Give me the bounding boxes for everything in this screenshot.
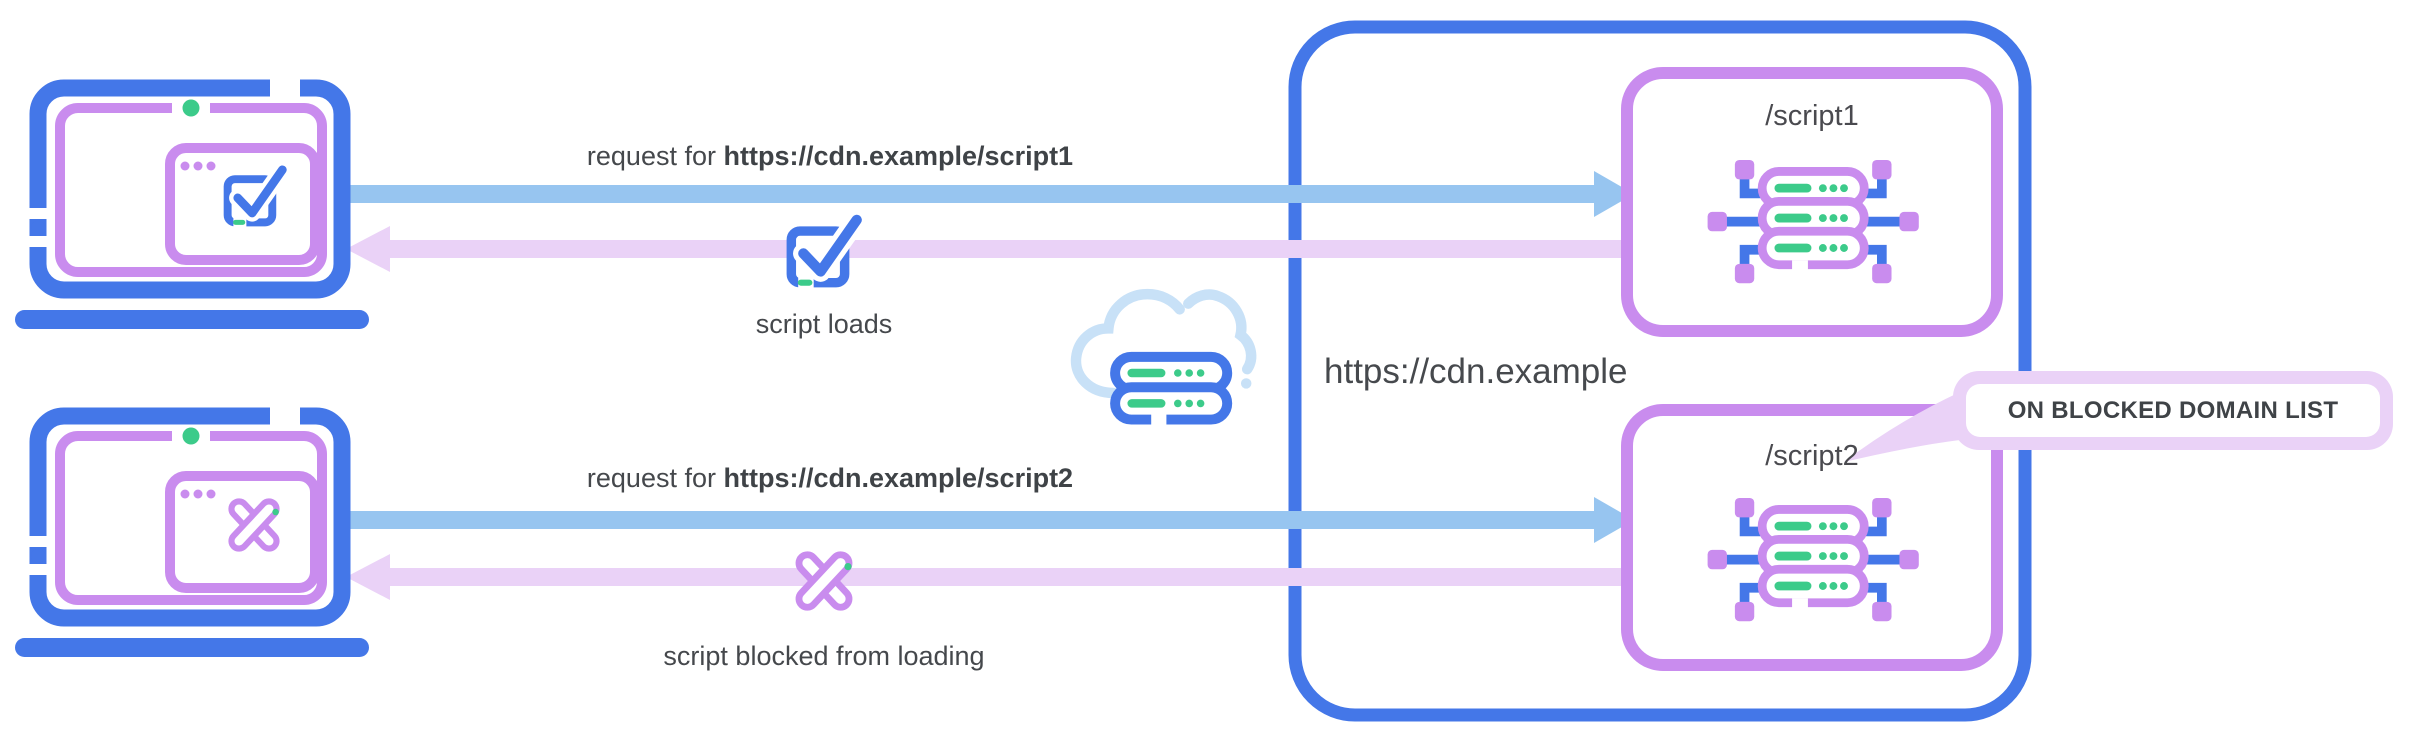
laptop-icon — [15, 75, 369, 329]
flow2-response-label: script blocked from loading — [663, 641, 985, 671]
blocked-domain-callout — [1844, 371, 2393, 462]
request-url: https://cdn.example/script2 — [723, 463, 1074, 493]
flow2-arrows — [341, 497, 1637, 611]
callout-tail — [1844, 392, 1960, 462]
request-arrow-head — [1594, 171, 1634, 217]
flow1-response-label: script loads — [755, 309, 893, 339]
script2-server-icon — [1708, 498, 1919, 621]
blocked-domain-callout-label: ON BLOCKED DOMAIN LIST — [2007, 396, 2339, 424]
request-prefix: request for — [586, 463, 724, 493]
request-prefix: request for — [586, 141, 724, 171]
response-arrow-head — [346, 226, 390, 272]
request-url: https://cdn.example/script1 — [723, 141, 1074, 171]
callout-body — [1966, 384, 2380, 437]
response-arrow-head — [346, 554, 390, 600]
check-square-icon — [228, 170, 283, 228]
script1-server-icon — [1708, 160, 1919, 283]
cdn-domain-label: https://cdn.example — [1324, 352, 1628, 391]
client2-laptop — [15, 403, 369, 657]
client1-laptop — [15, 75, 369, 329]
flow1-arrows — [341, 171, 1637, 290]
script2-label: /script2 — [1765, 440, 1859, 472]
laptop-icon — [15, 403, 369, 657]
flow1-request-label: request for https://cdn.example/script1 — [430, 141, 1230, 172]
request-arrow-head — [1594, 497, 1634, 543]
flow2-request-label: request for https://cdn.example/script2 — [430, 463, 1230, 494]
script1-label: /script1 — [1765, 100, 1859, 132]
check-square-icon — [791, 220, 856, 290]
